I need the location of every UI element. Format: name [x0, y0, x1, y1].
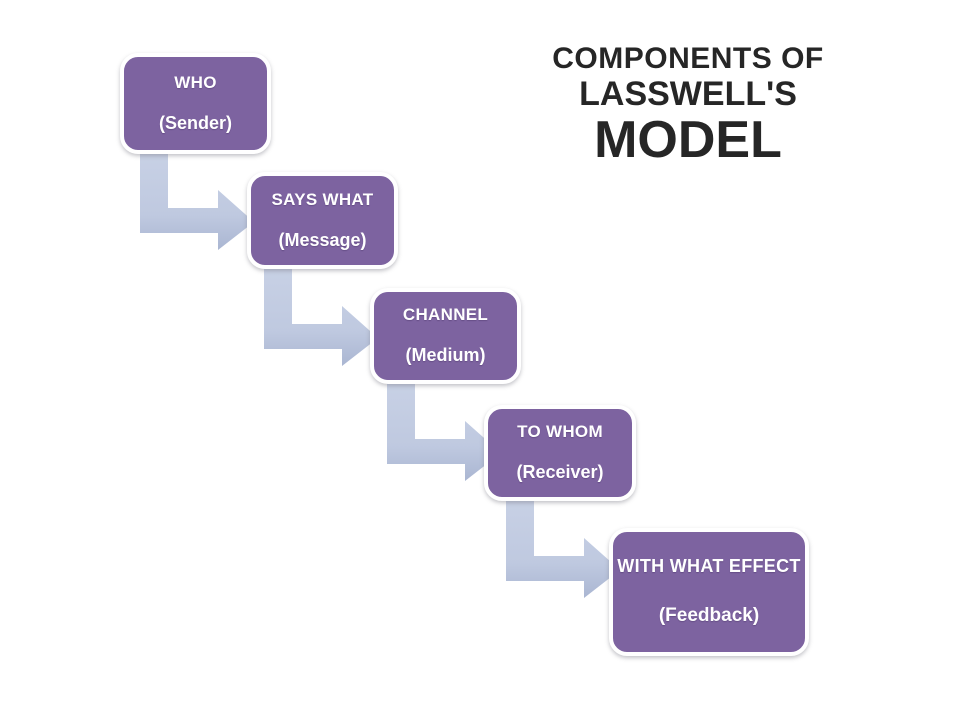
flow-box-to-whom[interactable]: TO WHOM (Receiver)	[484, 405, 636, 501]
title-line-components-of: COMPONENTS OF	[552, 42, 824, 75]
flow-box-with-what-effect-title: WITH WHAT EFFECT	[617, 556, 801, 577]
flow-box-to-whom-subtitle: (Receiver)	[516, 462, 604, 483]
flow-box-says-what-title: SAYS WHAT	[271, 189, 374, 209]
connector-arrow-3	[385, 381, 503, 481]
elbow-arrow-shape	[264, 266, 378, 366]
connector-arrow-1	[138, 150, 256, 250]
connector-arrow-2	[262, 266, 380, 366]
flow-box-with-what-effect[interactable]: WITH WHAT EFFECT (Feedback)	[609, 528, 809, 656]
elbow-arrow-shape	[140, 150, 254, 250]
connector-arrow-4	[504, 498, 622, 598]
flow-box-who-title: WHO	[174, 72, 217, 92]
elbow-arrow-shape	[387, 381, 501, 481]
flow-box-says-what-subtitle: (Message)	[278, 229, 367, 250]
flow-box-who-subtitle: (Sender)	[158, 112, 232, 133]
flow-box-channel-subtitle: (Medium)	[405, 345, 486, 366]
page-title: COMPONENTS OF LASSWELL'S MODEL	[470, 44, 906, 168]
flow-box-channel-title: CHANNEL	[402, 305, 489, 325]
flow-box-with-what-effect-subtitle: (Feedback)	[658, 605, 760, 627]
flow-box-who[interactable]: WHO (Sender)	[120, 53, 271, 154]
flow-box-says-what[interactable]: SAYS WHAT (Message)	[247, 172, 398, 269]
title-line-lasswells: LASSWELL'S	[579, 75, 797, 113]
flow-box-to-whom-title: TO WHOM	[517, 422, 603, 442]
title-line-model: MODEL	[594, 111, 782, 169]
elbow-arrow-shape	[506, 498, 620, 598]
flow-box-channel[interactable]: CHANNEL (Medium)	[370, 288, 521, 384]
